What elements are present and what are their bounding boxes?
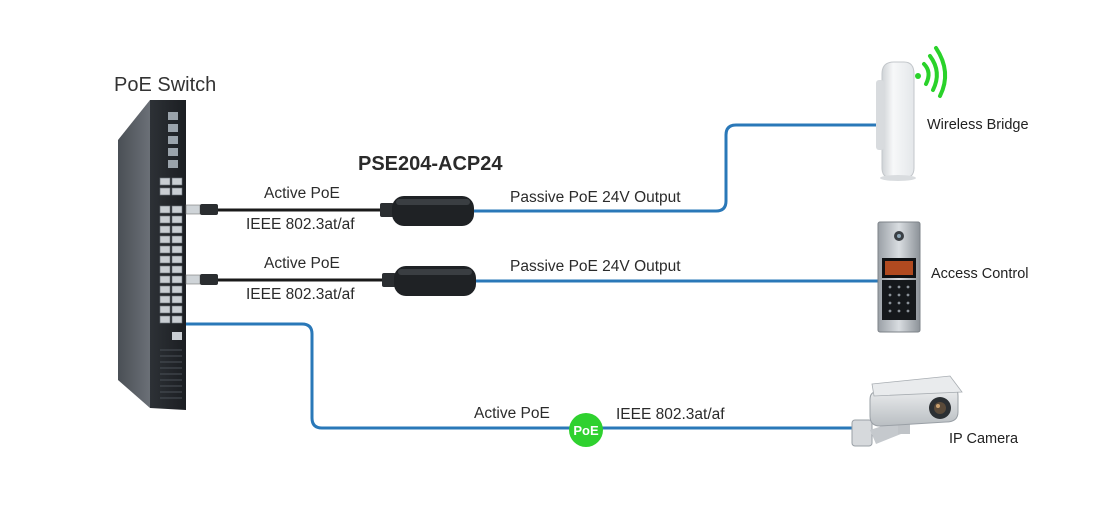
switch-title: PoE Switch: [114, 74, 217, 96]
injector-model-label: PSE204-ACP24: [358, 153, 503, 175]
link-1-input-protocol: Active PoE: [264, 185, 340, 202]
link-3-input-protocol: Active PoE: [474, 405, 550, 422]
link-3-input-standard: IEEE 802.3at/af: [616, 406, 725, 423]
input-cable-1: [185, 204, 382, 215]
switch-console-port: [172, 332, 182, 340]
link-1-device: Wireless Bridge: [927, 117, 1029, 133]
keypad: [888, 285, 910, 313]
poe-badge: PoE: [569, 413, 603, 447]
injector-1: [380, 196, 474, 226]
switch-sfp-ports: [168, 112, 178, 168]
cable-ip-camera: [186, 322, 868, 430]
link-1-output: Passive PoE 24V Output: [510, 189, 681, 206]
input-cable-2: [185, 274, 384, 285]
switch-rj45-ports: [159, 177, 183, 324]
switch-front-panel: [150, 100, 186, 410]
link-3-device: IP Camera: [949, 431, 1019, 447]
link-2-input-protocol: Active PoE: [264, 255, 340, 272]
poe-switch: [118, 100, 186, 410]
poe-badge-label: PoE: [573, 423, 599, 438]
link-2-input-standard: IEEE 802.3at/af: [246, 286, 355, 303]
output-cable-wireless-bridge: [474, 123, 880, 213]
injector-2: [382, 266, 476, 296]
wifi-signal-icon: [915, 46, 948, 98]
access-control-device: [877, 221, 921, 333]
switch-side-panel: [118, 100, 150, 408]
switch-vent-grill: [160, 349, 182, 399]
wireless-bridge-device: [876, 46, 948, 181]
link-2-device: Access Control: [931, 266, 1029, 282]
ip-camera-device: [851, 375, 963, 447]
link-1-input-standard: IEEE 802.3at/af: [246, 216, 355, 233]
link-2-output: Passive PoE 24V Output: [510, 258, 681, 275]
